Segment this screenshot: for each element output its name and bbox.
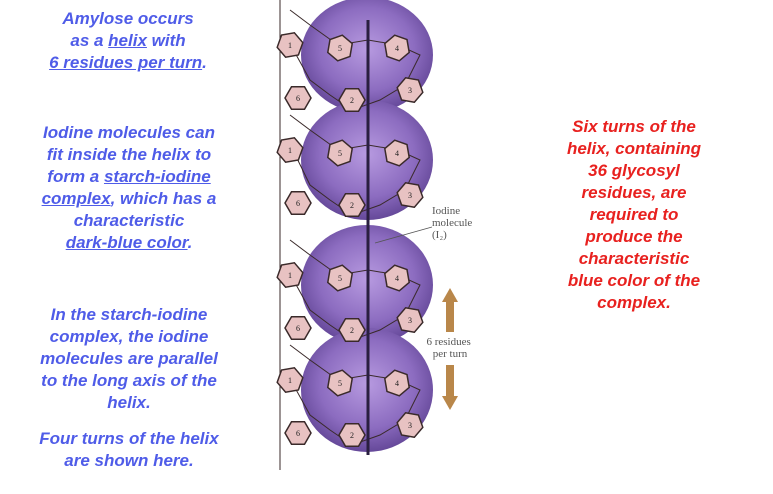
- glycosyl-ring: [326, 264, 354, 292]
- residue-number: 3: [408, 316, 412, 325]
- residue-number: 5: [338, 274, 342, 283]
- glycosyl-ring: [284, 190, 312, 216]
- glycosyl-ring: [383, 369, 411, 397]
- arrow-up-shaft: [446, 300, 454, 332]
- residue-number: 2: [350, 201, 354, 210]
- residue-number: 2: [350, 96, 354, 105]
- glycosyl-ring: [338, 317, 366, 343]
- residue-number: 4: [395, 274, 399, 283]
- iodine-label: Iodine molecule (I₂): [432, 205, 475, 241]
- glycosyl-ring: [276, 31, 304, 59]
- residue-number: 5: [338, 44, 342, 53]
- residue-number: 2: [350, 326, 354, 335]
- glycosyl-ring: [338, 87, 366, 113]
- glycosyl-ring: [326, 34, 354, 62]
- residue-number: 1: [288, 376, 292, 385]
- residue-number: 4: [395, 44, 399, 53]
- glycosyl-ring: [284, 85, 312, 111]
- arrow-down-head: [442, 396, 458, 410]
- residue-number: 1: [288, 41, 292, 50]
- glycosyl-ring: [396, 76, 424, 104]
- residue-number: 3: [408, 86, 412, 95]
- caption-iodine-parallel: In the starch-iodine complex, the iodine…: [40, 305, 218, 412]
- residue-number: 6: [296, 94, 300, 103]
- residue-number: 2: [350, 431, 354, 440]
- residue-number: 5: [338, 379, 342, 388]
- glycosyl-ring: [383, 34, 411, 62]
- caption-amylose-helix: Amylose occurs as a helix with 6 residue…: [49, 9, 207, 72]
- turn-label: 6 residues per turn: [426, 336, 473, 360]
- residue-number: 3: [408, 421, 412, 430]
- residue-number: 6: [296, 199, 300, 208]
- glycosyl-ring: [276, 261, 304, 289]
- glycosyl-ring: [396, 411, 424, 439]
- arrow-up-head: [442, 288, 458, 302]
- residue-number: 6: [296, 429, 300, 438]
- glycosyl-ring: [284, 315, 312, 341]
- glycosyl-ring: [276, 136, 304, 164]
- residue-number: 4: [395, 149, 399, 158]
- residue-number: 6: [296, 324, 300, 333]
- glycosyl-ring: [338, 422, 366, 448]
- iodine-pointer: [374, 226, 433, 244]
- glycosyl-residues: 1 2 3 4 5 6 1 2 3 4 5 6 1 2 3 4 5 6 1 2 3 4 5 6: [276, 31, 424, 448]
- glycosyl-ring: [383, 139, 411, 167]
- residue-number: 1: [288, 271, 292, 280]
- arrow-down-shaft: [446, 365, 454, 397]
- glycosyl-ring: [383, 264, 411, 292]
- glycosyl-ring: [276, 366, 304, 394]
- glycosyl-ring: [326, 139, 354, 167]
- glycosyl-ring: [326, 369, 354, 397]
- residue-number: 4: [395, 379, 399, 388]
- glycosyl-ring: [396, 306, 424, 334]
- amylose-helix-diagram: 1 2 3 4 5 6 1 2 3 4 5 6 1 2 3 4 5 6 1 2 3 4 5 6 Iodine molecule…: [276, 0, 475, 470]
- glycosyl-ring: [284, 420, 312, 446]
- caption-six-turns: Six turns of the helix, containing 36 gl…: [566, 117, 702, 312]
- caption-iodine-complex: Iodine molecules can fit inside the heli…: [41, 123, 217, 252]
- turn-arrow: [442, 288, 458, 410]
- caption-four-turns: Four turns of the helix are shown here.: [39, 429, 219, 470]
- glycosyl-ring: [396, 181, 424, 209]
- residue-number: 5: [338, 149, 342, 158]
- residue-number: 1: [288, 146, 292, 155]
- residue-number: 3: [408, 191, 412, 200]
- glycosyl-ring: [338, 192, 366, 218]
